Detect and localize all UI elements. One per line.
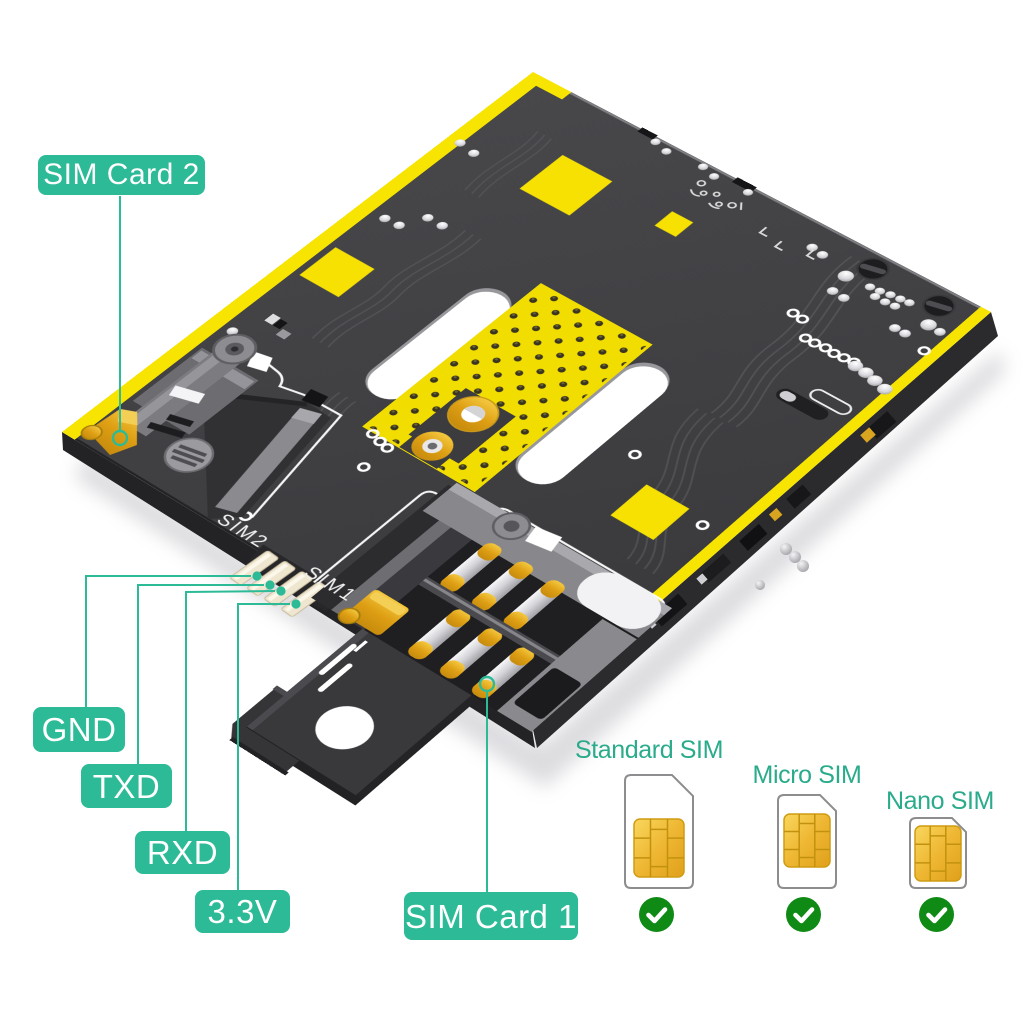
pcb-board: SIM2 SIM1 <box>62 72 991 806</box>
standard-sim-supported-check <box>638 896 675 938</box>
micro-sim-card <box>777 794 837 894</box>
checkmark-icon <box>639 897 674 932</box>
board-side-bottom <box>62 432 535 748</box>
callout-lines <box>85 196 496 892</box>
standard-sim-icon <box>624 774 694 889</box>
nano-sim-supported-check <box>918 896 955 938</box>
callout-label-sim-card-1: SIM Card 1 <box>404 892 578 940</box>
nano-sim-icon <box>909 817 967 889</box>
micro-sim-icon <box>777 794 837 889</box>
micro-sim-supported-check <box>785 896 822 938</box>
checkmark-icon <box>919 897 954 932</box>
callout-label-sim-card-2: SIM Card 2 <box>38 155 205 195</box>
callout-label-rxd: RXD <box>135 831 230 874</box>
standard-sim-card <box>624 774 694 894</box>
callout-label-txd: TXD <box>81 764 172 808</box>
checkmark-icon <box>786 897 821 932</box>
callout-label-gnd: GND <box>33 707 125 752</box>
callout-label-3v3: 3.3V <box>195 890 290 933</box>
nano-sim-card <box>909 817 967 894</box>
pcb-face <box>74 78 981 710</box>
sim-type-label-nano: Nano SIM <box>886 787 994 815</box>
callout-dots <box>252 571 301 609</box>
side-components <box>645 411 897 629</box>
sim-type-label-micro: Micro SIM <box>752 761 862 789</box>
sim-type-label-standard: Standard SIM <box>574 736 724 764</box>
